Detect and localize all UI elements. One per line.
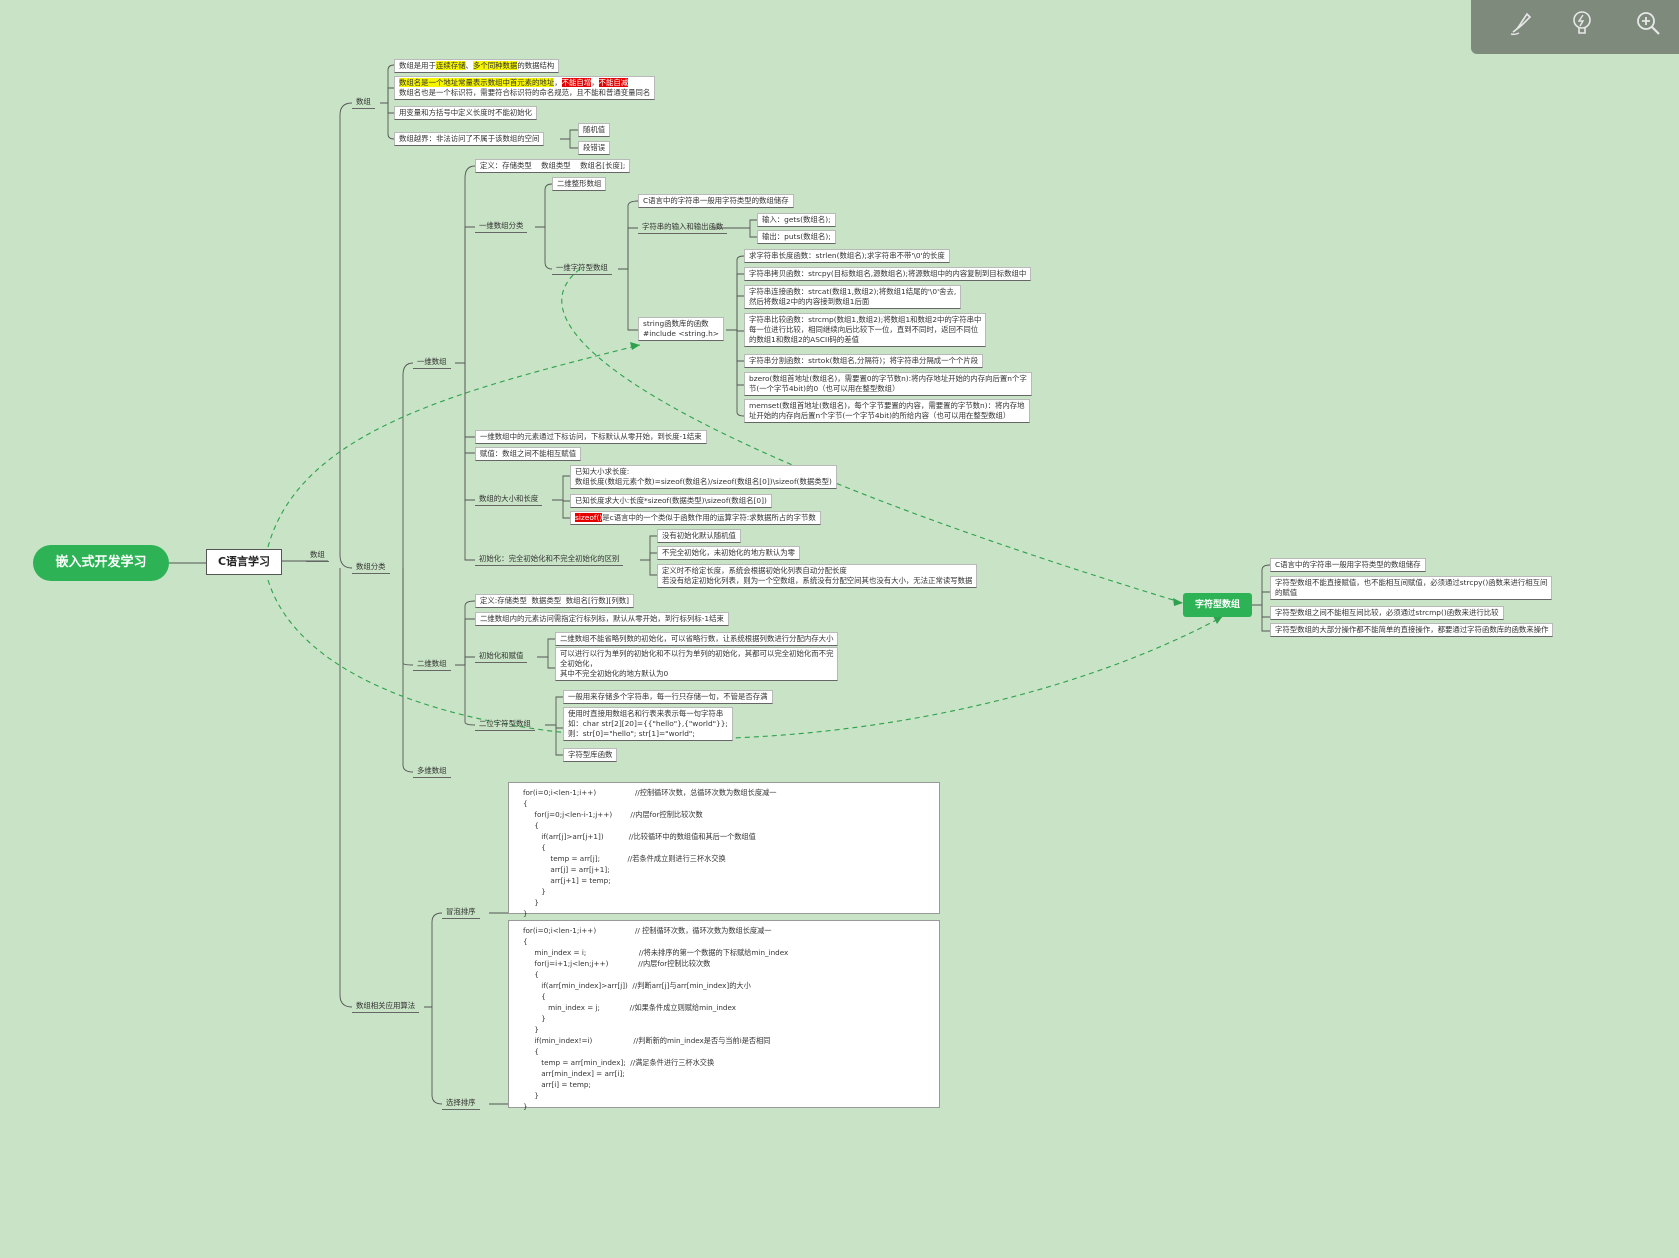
def-highlight-1: 连续存储 bbox=[435, 61, 466, 70]
two-d-char[interactable]: 二位字符型数组 bbox=[475, 718, 535, 731]
init-random[interactable]: 没有初始化默认随机值 bbox=[657, 529, 741, 543]
string-io[interactable]: 字符串的输入和输出函数 bbox=[638, 221, 728, 234]
array-definition[interactable]: 数组是用于连续存储、多个同种数据的数据结构 bbox=[394, 59, 560, 73]
toolbar bbox=[1471, 0, 1679, 54]
square-bracket-note[interactable]: 用变量和方括号中定义长度时不能初始化 bbox=[394, 106, 538, 120]
sec2-topic[interactable]: 数组分类 bbox=[352, 561, 390, 574]
two-d-topic[interactable]: 二维数组 bbox=[413, 658, 451, 671]
zoom-in-icon[interactable] bbox=[1633, 8, 1663, 38]
two-d-char-3[interactable]: 字符型库函数 bbox=[563, 748, 618, 762]
array-branch[interactable]: 数组 bbox=[306, 549, 329, 562]
lightbulb-icon[interactable] bbox=[1567, 8, 1597, 38]
two-d-init-2[interactable]: 可以进行以行为单列的初始化和不以行为单列的初始化，其都可以完全初始化而不完 全初… bbox=[555, 647, 839, 681]
selection-sort-code[interactable]: for(i=0;i<len-1;i++) // 控制循环次数，循环次数为数组长度… bbox=[508, 920, 940, 1111]
def-highlight-2: 多个同种数据 bbox=[472, 61, 518, 70]
one-d-index[interactable]: 一维数组中的元素通过下标访问，下标默认从零开始，到长度-1结束 bbox=[475, 430, 707, 444]
floating-topic[interactable]: 字符型数组 bbox=[1183, 593, 1252, 617]
sec3-topic[interactable]: 数组相关应用算法 bbox=[352, 1000, 420, 1013]
bytes-from-size[interactable]: 已知长度求大小:长度*sizeof(数据类型)\sizeof(数组名[0]) bbox=[570, 494, 772, 508]
string-lib[interactable]: string函数库的函数 #include <string.h> bbox=[638, 317, 724, 341]
char-array[interactable]: 一维字符型数组 bbox=[552, 262, 612, 275]
init-auto-length[interactable]: 定义时不给定长度，系统会根据初始化列表自动分配长度 若没有给定初始化列表，则为一… bbox=[657, 564, 978, 588]
memset-note[interactable]: memset(数组首地址(数组名)，每个字节要置的内容，需要置的字节数n)：将内… bbox=[744, 399, 1030, 423]
name-line-2: 数组名也是一个标识符，需要符合标识符的命名规范，且不能和普通变量同名 bbox=[399, 88, 651, 97]
int-array[interactable]: 二维整形数组 bbox=[552, 177, 607, 191]
two-d-init[interactable]: 初始化和赋值 bbox=[475, 650, 528, 663]
c-string-note[interactable]: C语言中的字符串一般用字符类型的数组储存 bbox=[638, 194, 794, 208]
floating-item-3[interactable]: 字符型数组之间不能相互间比较，必须通过strcmp()函数来进行比较 bbox=[1270, 606, 1504, 620]
init-topic[interactable]: 初始化：完全初始化和不完全初始化的区别 bbox=[475, 553, 624, 566]
two-d-char-1[interactable]: 一般用来存储多个字符串，每一行只存储一句，不管是否存满 bbox=[563, 690, 773, 704]
multi-d-topic[interactable]: 多维数组 bbox=[413, 765, 451, 778]
sizeof-highlight: sizeof() bbox=[575, 513, 603, 522]
name-red-1: 不能自增 bbox=[561, 78, 592, 87]
bzero-note[interactable]: bzero(数组首地址(数组名)，需要置0的字节数n):将内存地址开始的内存向后… bbox=[744, 372, 1032, 396]
array-name-note[interactable]: 数组名是一个地址常量表示数组中首元素的地址，不能自增，不能自减 数组名也是一个标… bbox=[394, 76, 656, 100]
strtok-note[interactable]: 字符串分割函数：strtok(数组名,分隔符)；将字符串分隔成一个个片段 bbox=[744, 354, 984, 368]
one-d-topic[interactable]: 一维数组 bbox=[413, 356, 451, 369]
bubble-sort[interactable]: 冒泡排序 bbox=[442, 906, 480, 919]
name-highlight: 数组名是一个地址常量表示数组中首元素的地址 bbox=[399, 78, 555, 87]
out-of-bounds-note[interactable]: 数组越界：非法访问了不属于该数组的空间 bbox=[394, 132, 545, 146]
floating-item-1[interactable]: C语言中的字符串一般用字符类型的数组储存 bbox=[1270, 558, 1426, 572]
sizeof-rest: 是c语言中的一个类似于函数作用的运算字符:求数据所占的字节数 bbox=[602, 513, 816, 522]
def-post: 的数据结构 bbox=[517, 61, 555, 70]
one-d-classify[interactable]: 一维数组分类 bbox=[475, 220, 528, 233]
selection-sort[interactable]: 选择排序 bbox=[442, 1097, 480, 1110]
size-topic[interactable]: 数组的大小和长度 bbox=[475, 493, 543, 506]
gets-note[interactable]: 输入：gets(数组名); bbox=[757, 213, 836, 227]
main-topic[interactable]: C语言学习 bbox=[206, 549, 282, 575]
strcat-note[interactable]: 字符串连接函数：strcat(数组1,数组2);将数组1结尾的'\0'舍去, 然… bbox=[744, 285, 962, 309]
floating-item-4[interactable]: 字符型数组的大部分操作都不能简单的直接操作，都要通过字符函数库的函数来操作 bbox=[1270, 623, 1554, 637]
strlen-note[interactable]: 求字符串长度函数：strlen(数组名);求字符串不带'\0'的长度 bbox=[744, 249, 950, 263]
bubble-sort-code[interactable]: for(i=0;i<len-1;i++) //控制循环次数，总循环次数为数组长度… bbox=[508, 782, 940, 918]
init-partial[interactable]: 不完全初始化，未初始化的地方默认为零 bbox=[657, 546, 801, 560]
sizeof-note[interactable]: sizeof()是c语言中的一个类似于函数作用的运算字符:求数据所占的字节数 bbox=[570, 511, 821, 525]
def-pre: 数组是用于 bbox=[399, 61, 436, 70]
size-from-bytes[interactable]: 已知大小求长度: 数组长度(数组元素个数)=sizeof(数组名)/sizeof… bbox=[570, 465, 837, 489]
one-d-def[interactable]: 定义：存储类型 数组类型 数组名[长度]; bbox=[475, 159, 631, 173]
two-d-index[interactable]: 二维数组内的元素访问需指定行标列标，默认从零开始，到行标列标-1结束 bbox=[475, 612, 729, 626]
root-topic[interactable]: 嵌入式开发学习 bbox=[33, 545, 169, 581]
strcpy-note[interactable]: 字符串拷贝函数：strcpy(目标数组名,源数组名);将源数组中的内容复制到目标… bbox=[744, 267, 1032, 281]
one-d-assign[interactable]: 赋值：数组之间不能相互赋值 bbox=[475, 447, 582, 461]
strcmp-note[interactable]: 字符串比较函数：strcmp(数组1,数组2);将数组1和数组2中的字符串中 每… bbox=[744, 313, 987, 347]
name-red-2: 不能自减 bbox=[598, 78, 629, 87]
def-mid: 、 bbox=[465, 61, 473, 70]
sec1-topic[interactable]: 数组 bbox=[352, 96, 375, 109]
two-d-char-2[interactable]: 使用时直接用数组名和行表来表示每一句字符串 如：char str[2][20]=… bbox=[563, 707, 733, 741]
puts-note[interactable]: 输出：puts(数组名); bbox=[757, 230, 836, 244]
oob-random[interactable]: 随机值 bbox=[578, 123, 611, 137]
two-d-def[interactable]: 定义:存储类型 数据类型 数组名[行数][列数] bbox=[475, 594, 635, 608]
oob-segfault[interactable]: 段错误 bbox=[578, 141, 611, 155]
brush-icon[interactable] bbox=[1505, 8, 1535, 38]
floating-item-2[interactable]: 字符型数组不能直接赋值，也不能相互间赋值，必须通过strcpy()函数来进行相互… bbox=[1270, 576, 1553, 600]
two-d-init-1[interactable]: 二维数组不能省略列数的初始化，可以省略行数，让系统根据列数进行分配内存大小 bbox=[555, 632, 839, 646]
